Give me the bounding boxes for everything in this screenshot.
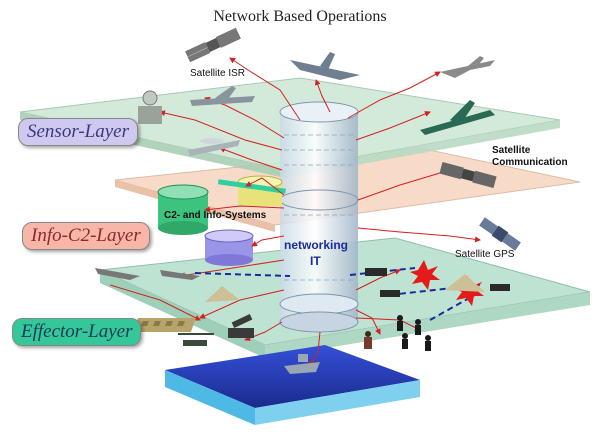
hills-icon bbox=[205, 274, 485, 302]
helicopter-icon bbox=[178, 333, 214, 346]
it-label: IT bbox=[310, 254, 321, 268]
ship-icon bbox=[284, 354, 320, 374]
diagram-title: Network Based Operations bbox=[213, 8, 387, 25]
infrastructure-icon bbox=[132, 318, 196, 332]
awacs-plane-icon bbox=[188, 138, 240, 156]
satellite-gps-icon bbox=[479, 217, 521, 251]
database-green-icon bbox=[157, 184, 209, 235]
networking-label: networking bbox=[284, 238, 349, 252]
aircraft-icon bbox=[290, 52, 360, 80]
missile-launcher-icon bbox=[228, 314, 254, 338]
water-block bbox=[165, 345, 420, 425]
database-purple-icon bbox=[204, 229, 254, 266]
networking-cylinder bbox=[279, 101, 359, 333]
fighter-jet-icon bbox=[95, 268, 200, 280]
info-c2-layer-label: Info-C2-Layer bbox=[22, 222, 150, 250]
transport-plane-icon bbox=[190, 86, 255, 106]
drone-icon bbox=[420, 100, 495, 135]
satellite-gps-label: Satellite GPS bbox=[455, 249, 515, 260]
soldiers-icon bbox=[364, 315, 431, 351]
satellite-communication-label-line1: Satellite bbox=[492, 145, 531, 156]
satellite-communication-icon bbox=[439, 161, 497, 189]
satellite-isr-icon bbox=[185, 27, 241, 63]
tank-icon bbox=[365, 268, 510, 297]
c2-info-systems-label: C2- and Info-Systems bbox=[164, 210, 267, 221]
satellite-isr-label: Satellite ISR bbox=[190, 68, 246, 79]
effector-layer-label: Effector-Layer bbox=[12, 318, 142, 346]
network-arrows bbox=[109, 57, 481, 367]
radar-icon bbox=[138, 90, 162, 124]
sensor-layer-label: Sensor-Layer bbox=[18, 118, 138, 146]
c2-link-bar bbox=[217, 179, 286, 194]
fighter-jet-icon bbox=[440, 56, 495, 78]
satellite-communication-label-line2: Communication bbox=[492, 157, 568, 168]
